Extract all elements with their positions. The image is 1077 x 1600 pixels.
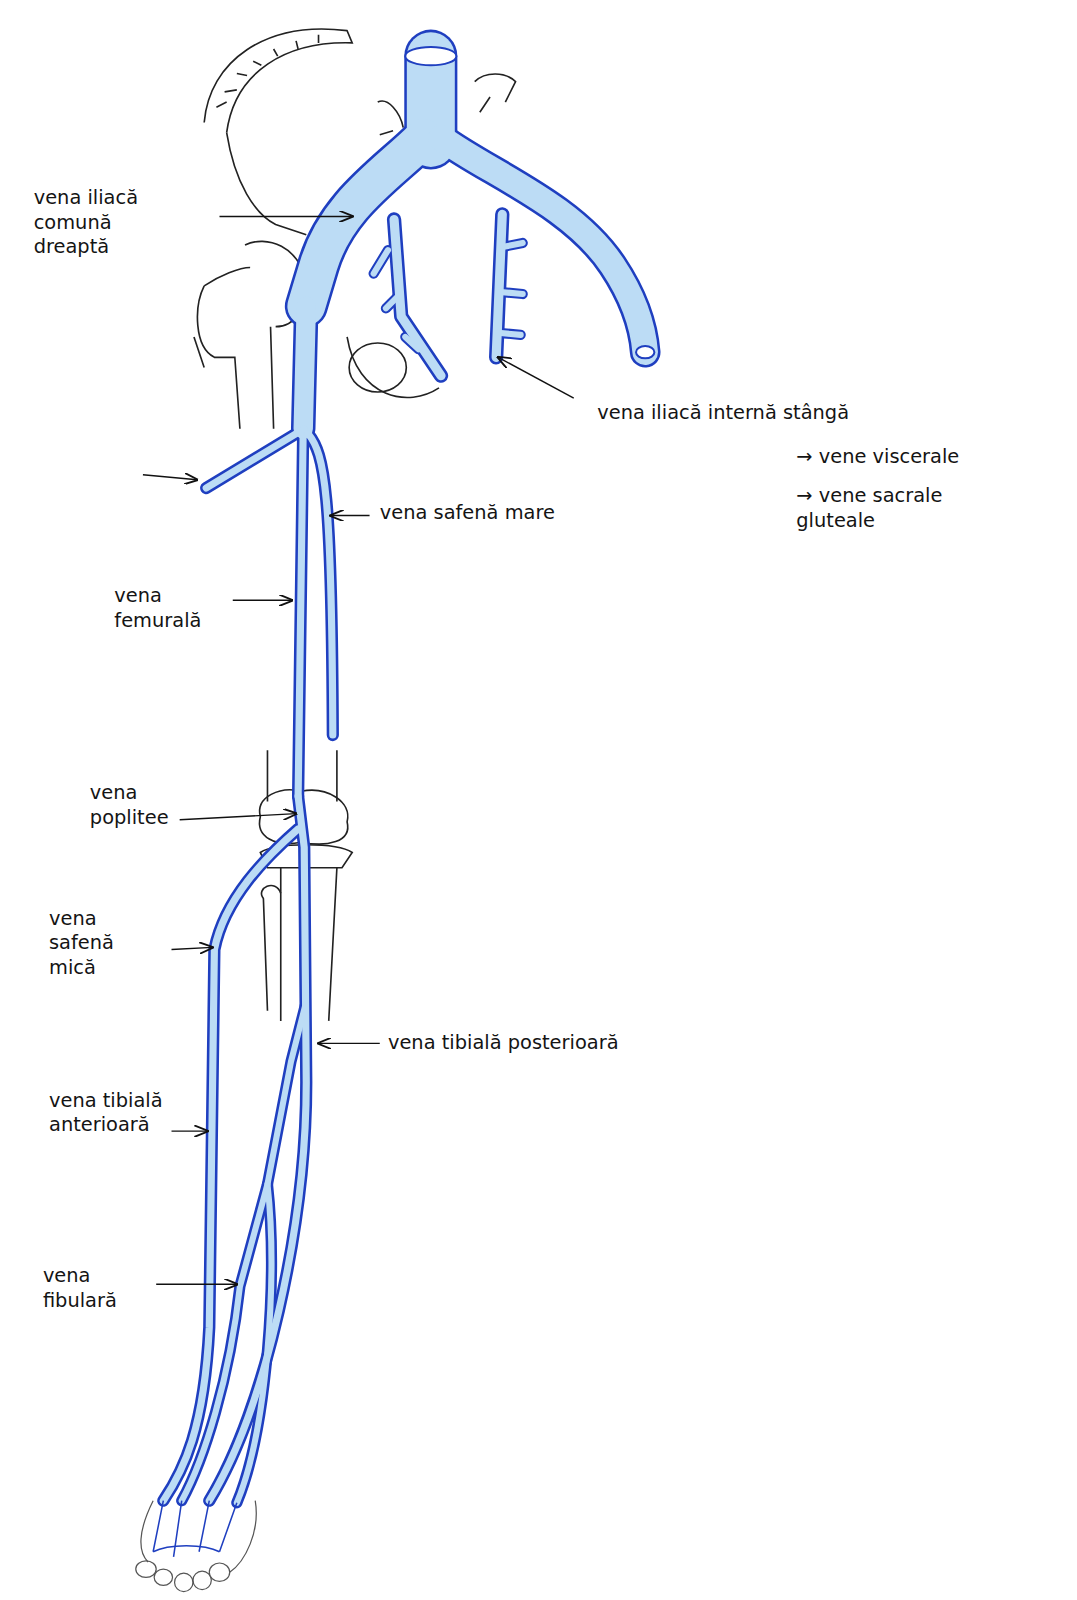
anatomy-label: vena fibulară	[43, 1264, 155, 1312]
vein-opening	[405, 47, 456, 65]
vein-outline	[163, 56, 645, 1503]
anatomy-label: → vene viscerale	[796, 445, 1061, 469]
foot-outline	[136, 1501, 256, 1592]
vein-fill	[163, 56, 645, 1503]
leader-arrow	[143, 216, 574, 1284]
foot-veins	[153, 1501, 237, 1557]
anatomy-label: vena iliacă internă stângă	[597, 400, 1026, 424]
anatomy-label: vena tibială posterioară	[388, 1031, 776, 1055]
anatomy-label: vena safenă mare	[380, 500, 625, 524]
anatomy-label: vena safenă mică	[49, 907, 161, 980]
anatomy-label: → vene sacrale gluteale	[796, 484, 1000, 532]
anatomy-label: vena femurală	[114, 584, 231, 632]
vein-opening	[636, 346, 654, 358]
bone-outline	[194, 29, 516, 1021]
anatomy-label: vena tibială anterioară	[49, 1088, 177, 1136]
anatomy-label: vena poplitee	[90, 781, 192, 829]
anatomy-label: vena iliacă comună dreaptă	[34, 186, 177, 259]
